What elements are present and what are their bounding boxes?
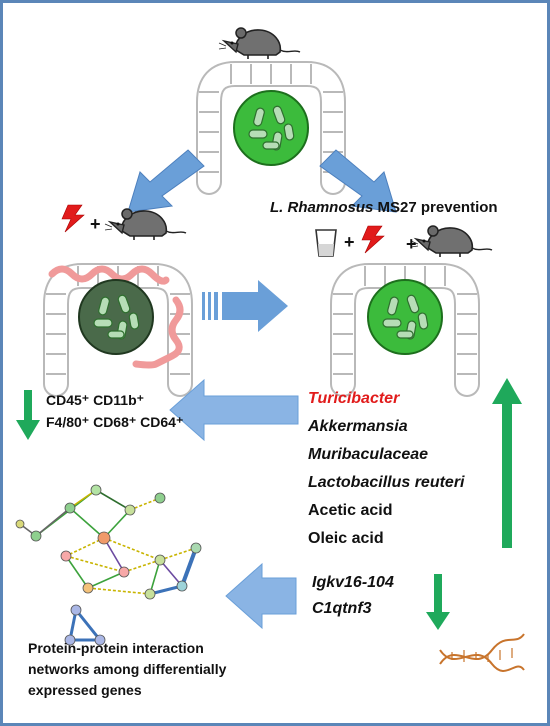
immune-marker-line2: F4/80⁺ CD68⁺ CD64⁺	[46, 414, 184, 430]
microbe-turicibacter: Turicibacter	[308, 390, 400, 407]
immune-marker-line1: CD45⁺ CD11b⁺	[46, 392, 145, 408]
probiotic-label: L. Rhamnosus MS27 prevention	[270, 199, 498, 216]
microbiota-dysbiosis-left	[78, 279, 154, 355]
metabolite-oleic: Oleic acid	[308, 530, 384, 547]
green-up-arrow-microbes	[492, 378, 522, 548]
plus-left: +	[90, 214, 101, 234]
arrow-right-prevention	[202, 280, 288, 332]
arrow-left-immune	[169, 378, 299, 442]
arrow-down-left	[127, 149, 205, 213]
lightning-right-icon	[361, 225, 385, 254]
probiotic-strain-text: MS27 prevention	[373, 199, 498, 216]
gene-c1qtnf3: C1qtnf3	[312, 600, 372, 617]
mouse-top-icon	[218, 27, 301, 60]
metabolite-acetic: Acetic acid	[308, 502, 393, 519]
microbe-akkermansia: Akkermansia	[308, 418, 408, 435]
probiotic-species: L. Rhamnosus	[270, 199, 374, 216]
network-caption-line1: Protein-protein interaction	[28, 640, 204, 656]
gene-igkv: Igkv16-104	[312, 574, 394, 591]
protein-network	[15, 484, 202, 646]
mouse-left-icon	[104, 208, 187, 241]
arrow-down-right	[319, 149, 397, 213]
lightning-left-icon	[61, 204, 85, 233]
microbiota-healthy-right	[367, 279, 443, 355]
dna-icon	[439, 633, 525, 672]
arrow-left-network	[225, 562, 297, 630]
plus-mid-2: +	[406, 234, 417, 254]
plus-mid-1: +	[344, 232, 355, 252]
milk-cup-icon	[315, 229, 337, 257]
inflammation-left-top	[48, 265, 170, 285]
network-caption-line3: expressed genes	[28, 682, 142, 698]
mouse-right-icon	[410, 225, 493, 258]
green-down-arrow-immune	[16, 390, 40, 440]
green-down-arrow-genes	[426, 574, 450, 630]
microbe-lactobacillus: Lactobacillus reuteri	[308, 474, 465, 491]
microbiota-healthy-top	[233, 90, 309, 166]
inflammation-left-side	[132, 296, 184, 369]
network-caption-line2: networks among differentially	[28, 661, 227, 677]
microbe-muribaculaceae: Muribaculaceae	[308, 446, 429, 463]
